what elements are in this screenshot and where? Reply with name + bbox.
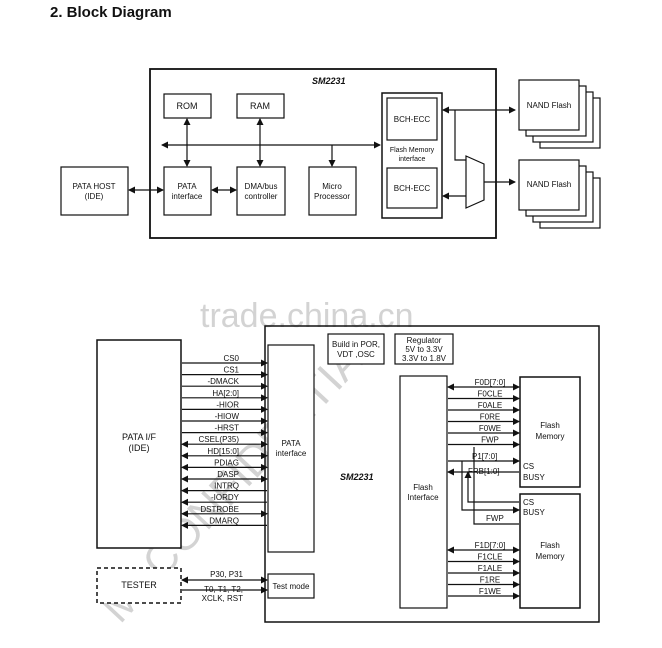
flash-a-signal-label: F0WE: [479, 424, 501, 433]
flash-a-signal-label: F0RE: [480, 413, 500, 422]
regulator-label-2: 5V to 3.3V: [405, 345, 443, 354]
busy-label-a: BUSY: [523, 473, 545, 482]
flash-b-signal-label: F1WE: [479, 587, 501, 596]
pata-signal-label: CSEL(P35): [199, 435, 240, 444]
flash-a-signal-label: FWP: [481, 436, 499, 445]
flash-b-signal-label: F1CLE: [478, 553, 503, 562]
tester-box: [96, 567, 182, 604]
pata-signal-label: -IORDY: [211, 493, 240, 502]
pata-signal-label: -DMACK: [207, 377, 239, 386]
frb-label: FRB[1:0]: [468, 467, 500, 476]
pata-signal-label: CS1: [223, 366, 239, 375]
pata-signal-label: -HRST: [215, 424, 240, 433]
flash-b-signal-label: F1ALE: [478, 564, 502, 573]
pata-signal-label: -HIOR: [216, 400, 239, 409]
test-mode-box: [267, 573, 315, 599]
sm2231-label-bottom: SM2231: [340, 472, 374, 482]
flash-if-label-2: interface: [399, 156, 426, 163]
pata-interface-bottom-label-1: PATA: [281, 439, 301, 448]
pata-signal-label: HD[15:0]: [207, 447, 239, 456]
pata-signal-label: HA[2:0]: [212, 389, 239, 398]
pata-interface-box-bottom: [267, 344, 315, 553]
flash-memory-1-label-2: Memory: [536, 432, 565, 441]
pata-signal-label: -HIOW: [215, 412, 240, 421]
pata-interface-label-1: PATA: [177, 182, 197, 191]
bch-ecc-label-2: BCH-ECC: [394, 184, 431, 193]
cs-label-a: CS: [523, 462, 534, 471]
top-block-diagram: [60, 68, 601, 239]
regulator-label-3: 3.3V to 1.8V: [402, 354, 447, 363]
nand-flash-label-1: NAND Flash: [527, 101, 571, 110]
flash-memory-1-label-1: Flash: [540, 421, 560, 430]
pata-signal-label: CS0: [223, 354, 239, 363]
pata-signal-label: DMARQ: [209, 516, 239, 525]
sm2231-label-top: SM2231: [312, 76, 346, 86]
pata-signal-label: DSTROBE: [200, 505, 239, 514]
flash-b-signal-label: F1RE: [480, 576, 500, 585]
pata-interface-bottom-label-2: interface: [276, 449, 307, 458]
ram-box: [236, 93, 285, 119]
flash-if-label-1: Flash Memory: [390, 147, 435, 154]
pata-host-label-1: PATA HOST: [72, 182, 115, 191]
flash-b-signal-lines: [447, 546, 520, 600]
bch-ecc-label-1: BCH-ECC: [394, 115, 431, 124]
tester-signal-1: P30, P31: [210, 570, 243, 579]
nand-flash-label-2: NAND Flash: [527, 180, 571, 189]
ram-label: RAM: [250, 101, 270, 111]
flash-a-signal-label: F0D[7:0]: [475, 378, 506, 387]
flash-interface-box: [399, 375, 448, 609]
regulator-box: [394, 333, 454, 365]
flash-memory-2-label-1: Flash: [540, 541, 560, 550]
flash-memory-box-2: [519, 493, 581, 609]
pata-signal-label: PDIAG: [214, 458, 239, 467]
flash-mux: [465, 155, 485, 209]
bch-ecc-box-1: [386, 97, 438, 141]
page-title: 2. Block Diagram: [50, 4, 172, 21]
tester-label: TESTER: [121, 580, 157, 590]
flash-a-signal-label: F0ALE: [478, 401, 502, 410]
dma-controller-box: [236, 166, 286, 216]
pata-host-label-2: (IDE): [85, 192, 104, 201]
bch-ecc-box-2: [386, 167, 438, 209]
micro-label-1: Micro: [322, 182, 342, 191]
watermark-trade: trade.china.cn: [200, 297, 414, 335]
flash-interface-label-2: Interface: [407, 493, 439, 502]
build-in-label-2: VDT ,OSC: [337, 350, 375, 359]
pata-signal-lines: [181, 359, 268, 529]
pata-signal-label: DASP: [217, 470, 239, 479]
pata-host-box: [60, 166, 129, 216]
cs-label-b: CS: [523, 498, 534, 507]
sm2231-chip-box-bottom: [264, 325, 600, 623]
pata-signal-label: INTRQ: [214, 482, 239, 491]
flash-memory-box-1: [519, 376, 581, 488]
fwp2-label: FWP: [486, 514, 504, 523]
test-mode-label: Test mode: [273, 582, 310, 591]
dma-label-2: controller: [245, 192, 278, 201]
micro-label-2: Processor: [314, 192, 350, 201]
flash-a-signal-lines: [447, 383, 520, 448]
pata-if-label-2: (IDE): [129, 443, 150, 453]
tester-signal-2: T0, T1, T2,: [204, 585, 243, 594]
bottom-block-diagram: [96, 325, 600, 623]
nand-stack-2: [518, 159, 601, 229]
nand-stack-1: [518, 79, 601, 149]
build-in-label-1: Build in POR,: [332, 340, 380, 349]
flash-b-signal-label: F1D[7:0]: [475, 541, 506, 550]
regulator-label-1: Regulator: [407, 336, 442, 345]
pata-if-label-1: PATA I/F: [122, 432, 157, 442]
busy-label-b: BUSY: [523, 508, 545, 517]
micro-processor-box: [308, 166, 357, 216]
rom-label: ROM: [177, 101, 198, 111]
tester-signal-3: XCLK, RST: [202, 594, 243, 603]
dma-label-1: DMA/bus: [245, 182, 278, 191]
flash-memory-2-label-2: Memory: [536, 552, 565, 561]
pata-interface-box: [163, 166, 212, 216]
flash-a-signal-label: F0CLE: [478, 390, 503, 399]
flash-interface-label-1: Flash: [413, 483, 433, 492]
pata-interface-label-2: interface: [172, 192, 203, 201]
p1-label: P1[7:0]: [472, 452, 497, 461]
build-in-box: [327, 333, 385, 365]
